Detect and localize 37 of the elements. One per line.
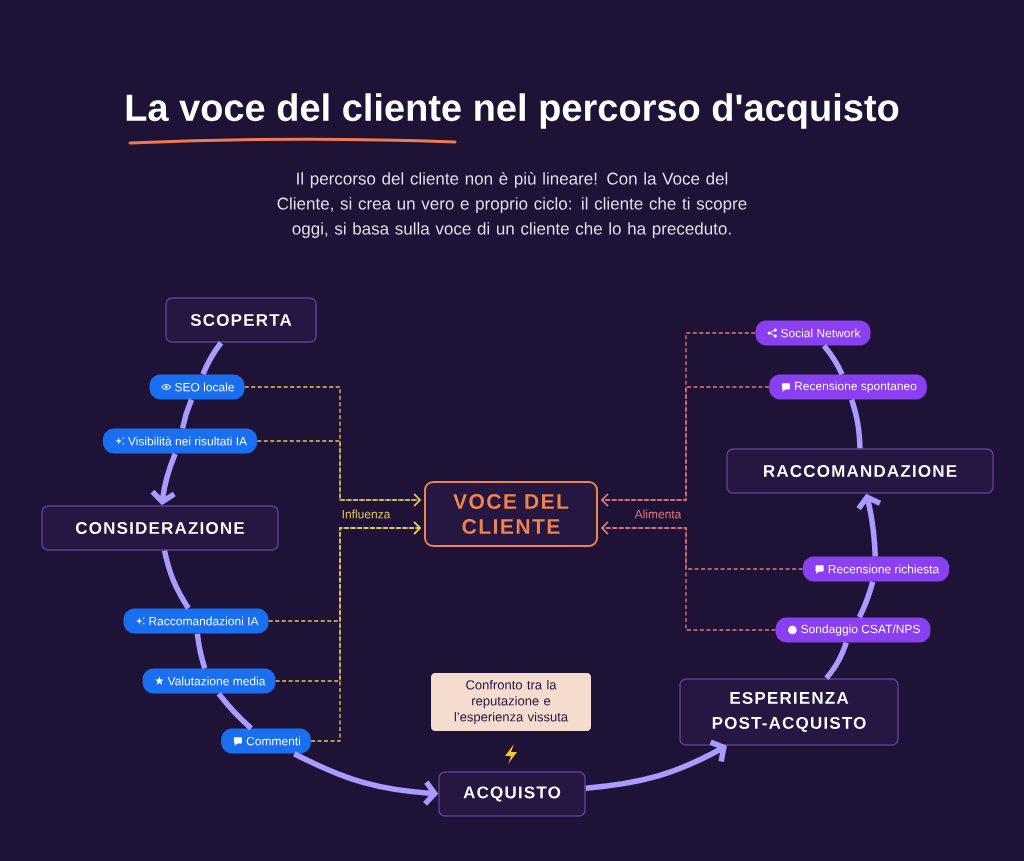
topic-pill: Sondaggio CSAT/NPS [775,617,931,643]
curved-line [849,398,863,449]
dashed-connector [601,386,770,507]
curved-line [194,633,208,670]
stage-box: ESPERIENZA POST-ACQUISTO [679,678,899,746]
topic-pill: SEO locale [149,374,245,400]
topic-pill: Valutazione media [142,668,276,694]
connector-label: Alimenta [634,509,682,519]
curved-line [179,398,195,429]
curved-line [856,581,876,619]
topic-pill: Recensione spontaneo [769,374,927,400]
topic-pill: Commenti [221,728,311,754]
stage-box: ACQUISTO [438,771,586,817]
note-box: Confronto tra la reputazione e l’esperienza vissuta [431,672,591,732]
central-box: VOCE DEL CLIENTE [424,481,598,547]
connector-label: Influenza [342,509,391,519]
dashed-connector [310,521,421,742]
curved-arrow [150,452,178,506]
topic-pill: Recensione richiesta [802,556,950,582]
topic-pill: Raccomandazioni IA [123,608,269,634]
dashed-connector [601,521,777,631]
stage-box: CONSIDERAZIONE [41,505,279,551]
curved-line [200,341,224,376]
curved-line [161,550,191,610]
curved-arrow [585,739,727,791]
dashed-connector [256,440,421,507]
topic-pill: Visibilità nei risultati IA [102,428,258,454]
curved-line [821,343,845,376]
stage-box: RACCOMANDAZIONE [726,448,994,494]
topic-pill: Social Network [755,320,871,346]
subtitle: Il percorso del cliente non è più lineare! Con la Voce del Cliente, si crea un vero e proprio ciclo: il cliente che ti scopre oggi, si basa sulla voce di un cliente che lo ha preceduto. [277,171,747,238]
curved-line [824,641,849,680]
curved-line [216,692,253,731]
stage-box: SCOPERTA [165,297,317,343]
curved-arrow [293,751,439,806]
title: La voce del cliente nel percorso d'acquisto [126,93,899,129]
curved-arrow [856,493,882,557]
